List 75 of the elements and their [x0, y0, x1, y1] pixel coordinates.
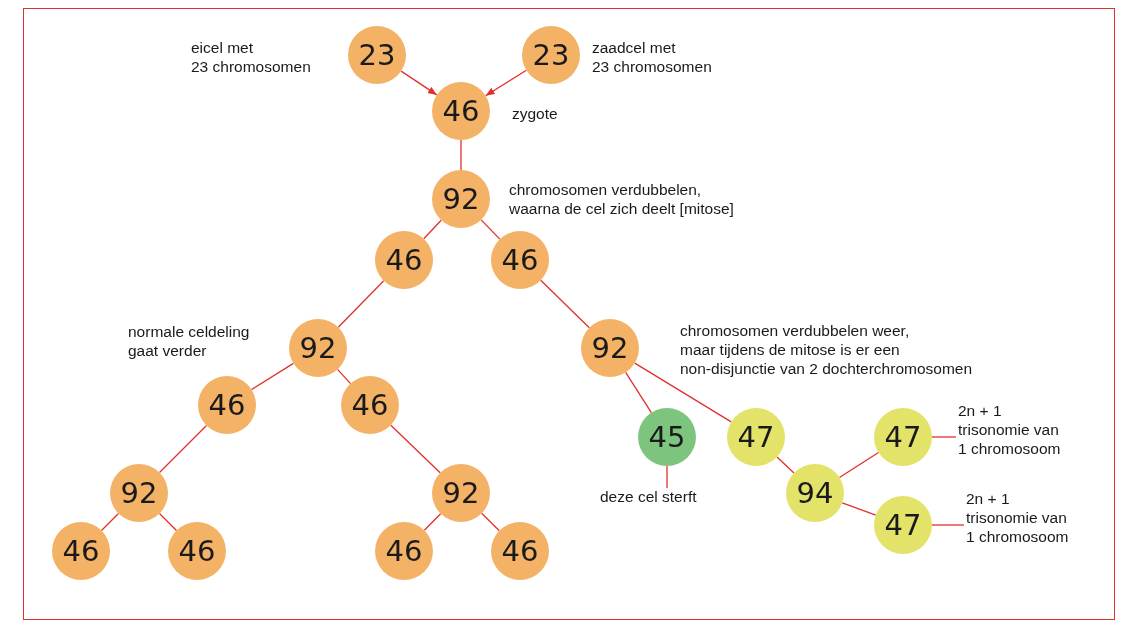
annotation-text: normale celdeling gaat verder: [128, 322, 250, 360]
chromosome-count: 23: [358, 40, 396, 70]
cell-circle: [289, 319, 347, 377]
cell-circle: [491, 231, 549, 289]
connector-line: [100, 512, 120, 532]
arrow: [400, 70, 438, 96]
chromosome-count: 47: [884, 422, 922, 452]
connector-line: [337, 280, 385, 328]
chromosome-count: 46: [385, 245, 423, 275]
annotation-text: trisonomie van 1 chromosoom: [966, 508, 1070, 546]
chromosome-count: 46: [501, 245, 539, 275]
chromosome-count: 94: [796, 478, 834, 508]
chromosome-count: 92: [442, 478, 480, 508]
cell-circle: [348, 26, 406, 84]
chromosome-count: 92: [299, 333, 337, 363]
arrow: [484, 69, 528, 97]
connector-line: [336, 368, 352, 385]
cell-circle: [341, 376, 399, 434]
connector-line: [776, 456, 795, 474]
chromosome-count: 45: [648, 422, 686, 452]
connector-line: [666, 465, 668, 489]
chromosome-count: 46: [442, 96, 480, 126]
cell-circle: [110, 464, 168, 522]
connector-line: [481, 512, 500, 532]
connector-line: [838, 451, 880, 479]
chromosome-count: 46: [385, 536, 423, 566]
cell-circle: [874, 496, 932, 554]
cell-circle: [522, 26, 580, 84]
connector-line: [634, 362, 732, 423]
cell-circle: [727, 408, 785, 466]
connector-line: [480, 219, 501, 240]
connector-line: [540, 279, 590, 329]
cell-circle: [375, 231, 433, 289]
cell-circle: [786, 464, 844, 522]
cell-circle: [432, 170, 490, 228]
connector-line: [423, 219, 442, 240]
cell-circle: [581, 319, 639, 377]
cell-circle: [432, 82, 490, 140]
connector-line: [423, 513, 442, 531]
annotation-text: 2n + 1: [966, 489, 1011, 508]
chromosome-count: 46: [208, 390, 246, 420]
annotation-text: zygote: [512, 104, 558, 123]
annotation-text: zaadcel met 23 chromosomen: [592, 38, 712, 76]
cell-circle: [198, 376, 256, 434]
chromosome-count: 47: [737, 422, 775, 452]
connector-line: [158, 512, 178, 532]
connector-line: [841, 502, 877, 516]
connector-line: [250, 362, 295, 391]
connector-line: [625, 371, 652, 414]
annotation-text: 2n + 1: [958, 401, 1003, 420]
connector-line: [460, 139, 462, 171]
chromosome-count: 47: [884, 510, 922, 540]
connector-line: [931, 436, 957, 438]
cell-circle: [432, 464, 490, 522]
chromosome-count: 92: [442, 184, 480, 214]
chromosome-count: 23: [532, 40, 570, 70]
connector-line: [931, 524, 965, 526]
annotation-text: eicel met 23 chromosomen: [191, 38, 311, 76]
cell-circle: [168, 522, 226, 580]
annotation-text: deze cel sterft: [600, 487, 698, 506]
chromosome-count: 46: [351, 390, 389, 420]
annotation-text: chromosomen verdubbelen, waarna de cel zich deelt [mitose]: [509, 180, 734, 218]
chromosome-count: 46: [178, 536, 216, 566]
chromosome-count: 46: [501, 536, 539, 566]
cell-circle: [375, 522, 433, 580]
cell-circle: [638, 408, 696, 466]
cell-circle: [874, 408, 932, 466]
connector-line: [158, 424, 208, 474]
annotation-text: chromosomen verdubbelen weer, maar tijdens de mitose is er een non-disjunctie van 2 dochterchromosomen: [680, 321, 973, 378]
chromosome-count: 46: [62, 536, 100, 566]
cell-circle: [491, 522, 549, 580]
cell-circle: [52, 522, 110, 580]
chromosome-count: 92: [591, 333, 629, 363]
annotation-text: trisonomie van 1 chromosoom: [958, 420, 1062, 458]
chromosome-count: 92: [120, 478, 158, 508]
